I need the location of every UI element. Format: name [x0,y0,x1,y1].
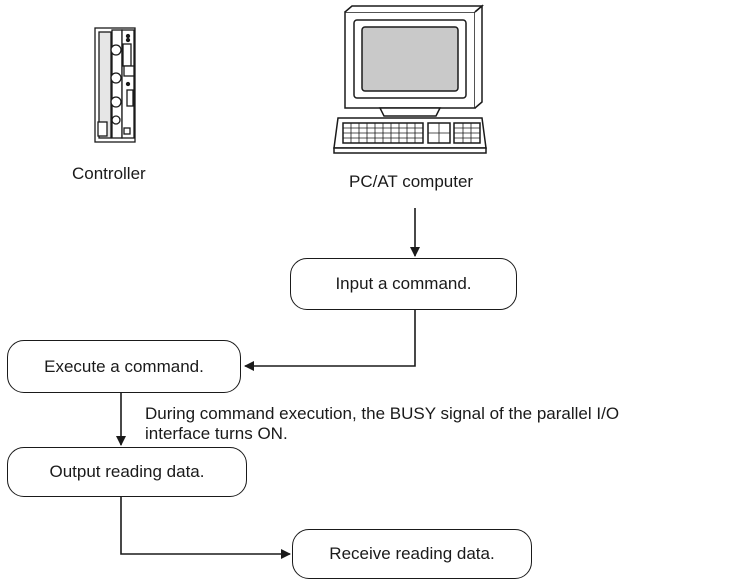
execute-command-box: Execute a command. [7,340,241,393]
arrow-input-to-execute [244,309,416,371]
execute-command-text: Execute a command. [44,356,204,376]
input-command-text: Input a command. [335,274,472,293]
controller-icon [94,27,136,143]
arrow-output-to-receive [120,496,291,559]
computer-icon [333,4,487,154]
busy-note-line-2: interface turns ON. [145,424,288,443]
output-data-text: Output reading data. [49,462,205,481]
input-command-box: Input a command. [290,258,517,310]
keyboard-keys [343,123,480,143]
busy-signal-note: During command execution, the BUSY signa… [145,404,619,444]
receive-data-box: Receive reading data. [292,529,532,579]
receive-data-text: Receive reading data. [329,544,495,563]
busy-note-line-1: During command execution, the BUSY signa… [145,404,620,423]
controller-label: Controller [72,164,146,183]
computer-label: PC/AT computer [349,172,474,191]
output-data-box: Output reading data. [7,447,247,497]
